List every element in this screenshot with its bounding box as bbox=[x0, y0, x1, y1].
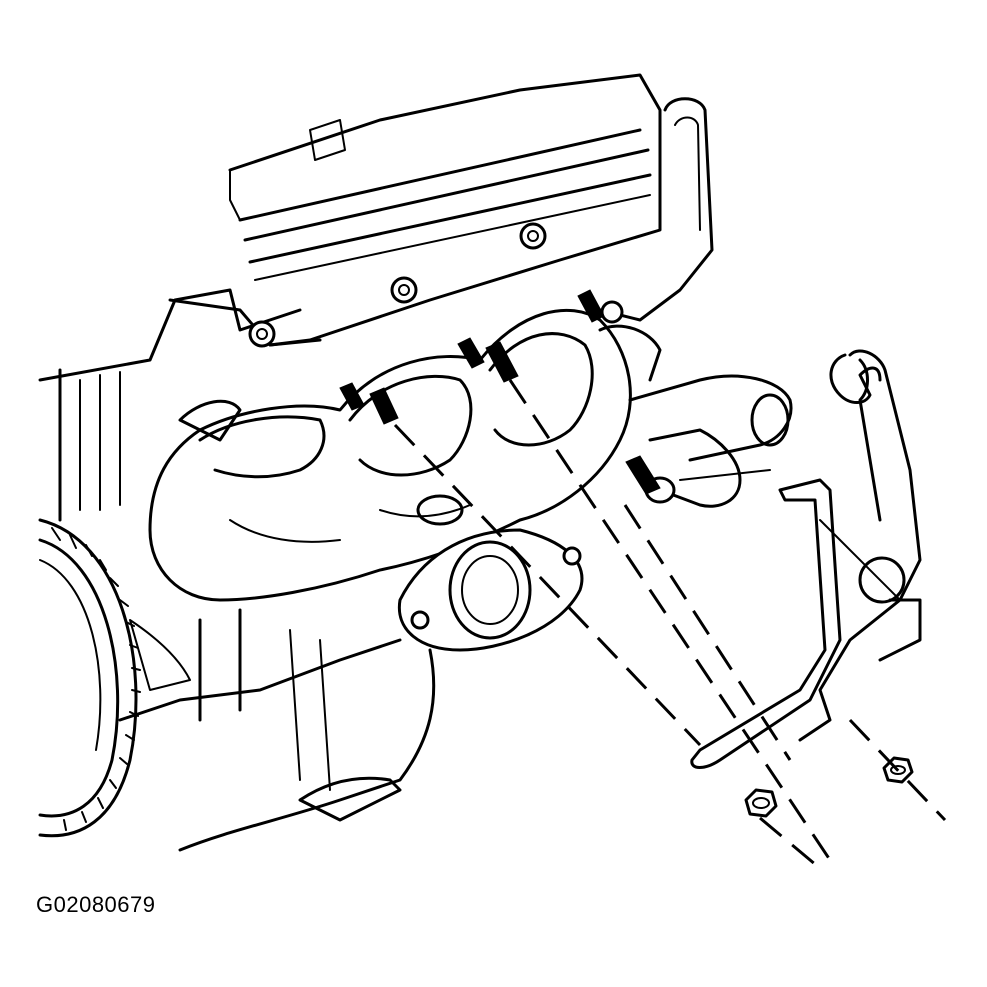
egr-pipe-illustration bbox=[598, 324, 793, 508]
alignment-line-center bbox=[508, 379, 832, 861]
alignment-line-right-lower bbox=[848, 718, 947, 822]
heat-shield-bracket-illustration bbox=[690, 349, 922, 769]
manifold-studs-illustration bbox=[339, 289, 661, 495]
lifting-bracket-illustration bbox=[598, 97, 714, 324]
figure-id-label: G02080679 bbox=[36, 892, 156, 917]
alignment-lines bbox=[393, 379, 947, 872]
manifold-flange-illustration bbox=[397, 494, 584, 652]
cylinder-head-illustration bbox=[168, 73, 662, 348]
alignment-line-left bbox=[393, 423, 702, 747]
engine-block-illustration bbox=[38, 288, 436, 852]
alignment-line-nut bbox=[759, 816, 823, 872]
alignment-line-right-upper bbox=[623, 504, 792, 761]
flywheel-illustration bbox=[38, 518, 141, 838]
nuts-illustration bbox=[744, 756, 914, 818]
